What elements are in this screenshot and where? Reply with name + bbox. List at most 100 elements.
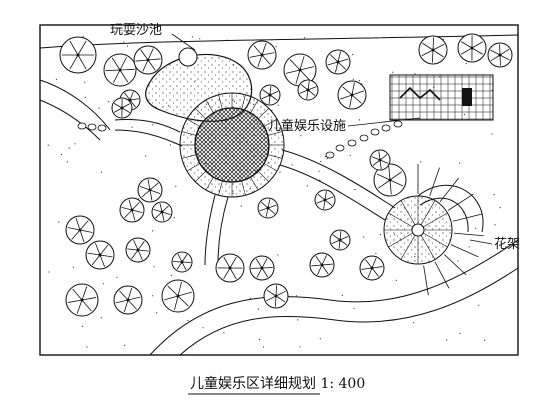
lawn-dot <box>446 339 448 341</box>
tree-branch <box>223 256 231 269</box>
lawn-dot <box>199 38 201 40</box>
lawn-dot <box>379 233 382 236</box>
tree-symbol <box>457 33 487 63</box>
lawn-dot <box>478 304 480 306</box>
label-play-facility: 儿童娱乐设施 <box>268 118 346 134</box>
lawn-dot <box>459 162 461 164</box>
pergola-spoke <box>388 212 413 228</box>
tree-branch <box>255 258 263 269</box>
stepping-stone <box>77 122 87 130</box>
tree-branch <box>181 261 187 271</box>
lawn-dot <box>326 158 328 160</box>
lawn-dot <box>353 307 355 309</box>
tree-trunk <box>118 68 122 72</box>
tree-branch <box>324 191 327 201</box>
tree-branch <box>67 299 83 303</box>
lawn-dot <box>72 266 74 268</box>
tree-branch <box>337 58 349 63</box>
lawn-dot <box>145 155 147 157</box>
tree-symbol <box>247 40 277 70</box>
lawn-dot <box>494 224 496 226</box>
tree-symbol <box>215 253 245 283</box>
drawing-title: 儿童娱乐区详细规划 1: 400 <box>190 375 365 392</box>
tree-branch <box>378 151 381 161</box>
tree-branch <box>266 295 277 302</box>
tree-symbol <box>137 177 163 203</box>
tree-branch <box>119 69 129 83</box>
tree-branch <box>181 261 192 263</box>
tree-branch <box>119 57 127 71</box>
tree-branch <box>95 243 101 256</box>
lawn-dot <box>420 161 422 163</box>
tree-trunk <box>470 46 474 50</box>
lawn-dot <box>352 53 354 56</box>
lawn-dot <box>324 155 326 158</box>
tree-branch <box>164 295 179 301</box>
tree-branch <box>177 281 182 297</box>
tree-trunk <box>260 266 264 270</box>
tree-branch <box>75 217 81 231</box>
lawn-dot <box>318 170 320 172</box>
path-to-west <box>114 119 181 133</box>
tree-branch <box>177 295 189 307</box>
tree-branch <box>299 66 315 71</box>
tree-branch <box>372 159 381 166</box>
lawn-dot <box>84 96 86 98</box>
lawn-dot <box>169 144 171 146</box>
tree-branch <box>127 248 139 251</box>
tree-branch <box>388 165 391 181</box>
tree-symbol <box>373 163 407 197</box>
pergola-spoke <box>423 212 448 228</box>
tree-symbol <box>113 285 143 315</box>
lawn-dot <box>412 322 415 324</box>
tree-branch <box>153 209 163 213</box>
plaza-joint <box>267 154 283 159</box>
tree-symbol <box>59 36 97 74</box>
lawn-dot <box>86 346 88 348</box>
lawn-dot <box>170 274 173 276</box>
tree-branch <box>121 206 133 211</box>
stepping-stone <box>97 124 107 132</box>
lawn-dot <box>291 164 293 166</box>
tree-branch <box>261 52 275 56</box>
lawn-dot <box>299 346 301 348</box>
tree-branch <box>147 179 151 191</box>
tree-branch <box>311 264 323 267</box>
tree-branch <box>111 57 121 71</box>
tree-symbol <box>418 35 448 65</box>
path-edge-west <box>39 79 111 131</box>
tree-branch <box>299 89 309 94</box>
tree-symbol <box>329 229 351 251</box>
tree-branch <box>432 37 435 51</box>
plaza-joint <box>257 108 269 120</box>
tree-trunk <box>388 178 392 182</box>
tree-branch <box>147 58 161 61</box>
tree-branch <box>137 241 145 251</box>
tree-branch <box>79 229 93 233</box>
lawn-dot <box>175 185 177 187</box>
pergola-rung <box>450 244 479 258</box>
tree-branch <box>351 82 355 96</box>
pergola-rung <box>439 177 459 202</box>
tree-trunk <box>370 266 374 270</box>
tree-branch <box>128 199 133 211</box>
tree-branch <box>67 227 81 231</box>
plaza-joint <box>241 180 246 196</box>
pergola-rung <box>447 193 474 211</box>
lawn-dot <box>100 317 102 319</box>
tree-branch <box>299 56 305 71</box>
plaza-center <box>194 107 270 183</box>
tree-symbol <box>314 189 336 211</box>
tree-branch <box>149 182 159 191</box>
tree-trunk <box>498 53 502 57</box>
tree-branch <box>275 285 278 297</box>
lawn-dot <box>352 78 354 80</box>
lawn-dot <box>138 198 140 200</box>
tree-symbols <box>59 33 513 317</box>
lawn-dot <box>271 109 273 111</box>
tree-branch <box>338 239 341 249</box>
plaza-joint <box>257 170 269 182</box>
path-edge-south-b <box>179 267 519 356</box>
tree-symbol <box>249 255 275 281</box>
tree-trunk <box>76 53 80 57</box>
